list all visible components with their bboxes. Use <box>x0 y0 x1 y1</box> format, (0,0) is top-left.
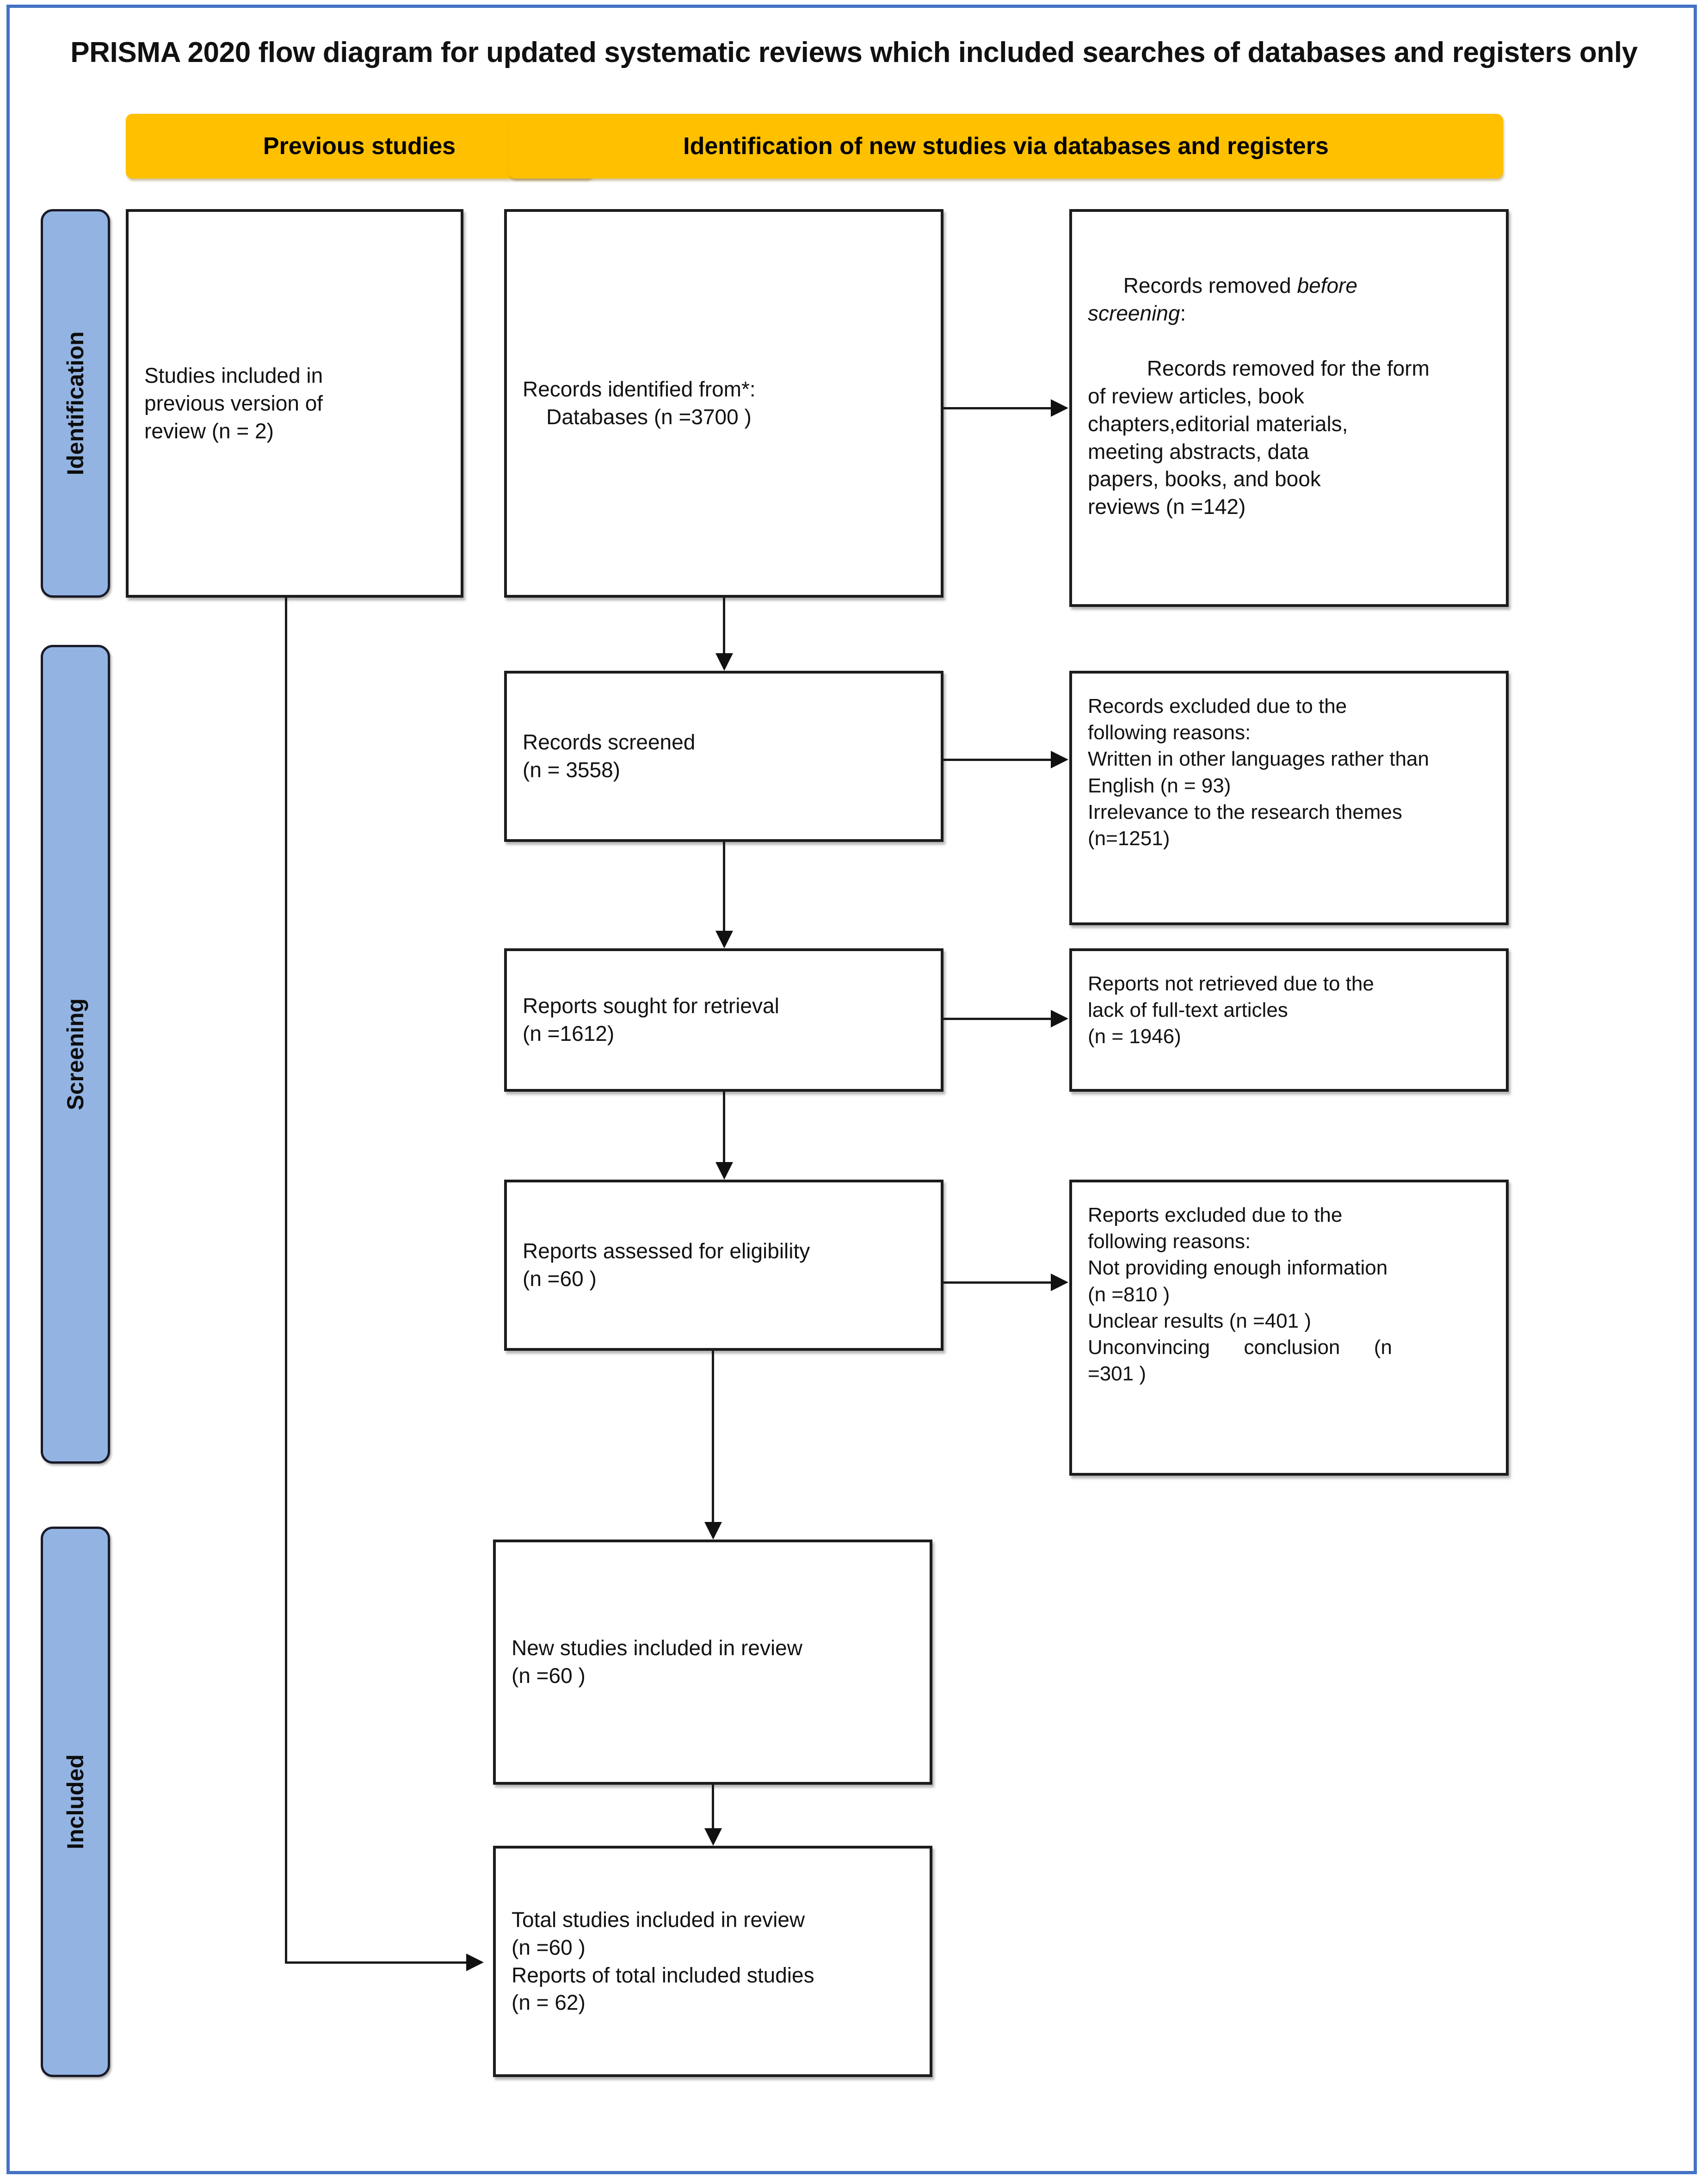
connector-previous-horizontal <box>285 1961 466 1964</box>
box-records-excluded: Records excluded due to the following re… <box>1069 671 1509 925</box>
arrowhead-identified-to-removed <box>1051 399 1068 417</box>
box-previous-studies: Studies included in previous version of … <box>126 209 463 598</box>
stage-label-included: Included <box>62 1754 88 1849</box>
box-total-studies-text: Total studies included in review (n =60 … <box>512 1907 814 2015</box>
connector-sought-to-notretrieved <box>943 1018 1051 1020</box>
connector-previous-vertical <box>285 598 287 1961</box>
arrowhead-assessed-to-newstudies <box>704 1522 722 1540</box>
box-records-screened-text: Records screened (n = 3558) <box>523 730 696 782</box>
box-reports-sought-for-retrieval: Reports sought for retrieval (n =1612) <box>504 948 943 1092</box>
box-reports-sought-text: Reports sought for retrieval (n =1612) <box>523 994 779 1045</box>
connector-screened-to-excluded <box>943 759 1051 761</box>
box-new-studies-included: New studies included in review (n =60 ) <box>493 1540 932 1785</box>
connector-sought-to-assessed <box>723 1092 725 1162</box>
box-reports-assessed-for-eligibility: Reports assessed for eligibility (n =60 … <box>504 1180 943 1351</box>
box-records-removed-before-screening: Records removed before screening: Record… <box>1069 209 1509 607</box>
arrowhead-newstudies-to-total <box>704 1828 722 1846</box>
arrowhead-identified-to-screened <box>715 653 733 671</box>
records-removed-body: Records removed for the form of review a… <box>1088 356 1430 519</box>
header-identification-label: Identification of new studies via databa… <box>683 133 1329 160</box>
arrowhead-screened-to-excluded <box>1051 751 1068 768</box>
stage-rail-screening: Screening <box>41 645 110 1464</box>
header-previous-studies-label: Previous studies <box>263 133 456 160</box>
box-records-identified-text: Records identified from*: Databases (n =… <box>523 377 756 429</box>
box-reports-excluded-text: Reports excluded due to the following re… <box>1088 1204 1392 1385</box>
box-reports-not-retrieved: Reports not retrieved due to the lack of… <box>1069 948 1509 1092</box>
box-records-excluded-text: Records excluded due to the following re… <box>1088 695 1429 850</box>
stage-label-identification: Identification <box>62 331 88 476</box>
arrowhead-previous-to-total <box>466 1954 484 1971</box>
box-total-studies-included: Total studies included in review (n =60 … <box>493 1846 932 2077</box>
box-records-removed-text: Records removed before screening: Record… <box>1088 244 1493 549</box>
records-removed-heading-colon: : <box>1180 301 1186 325</box>
header-identification-new-studies: Identification of new studies via databa… <box>509 114 1503 179</box>
connector-assessed-to-excluded <box>943 1281 1051 1284</box>
box-records-identified: Records identified from*: Databases (n =… <box>504 209 943 598</box>
records-removed-heading-a: Records removed <box>1123 273 1297 297</box>
connector-newstudies-to-total <box>712 1785 714 1828</box>
box-reports-assessed-text: Reports assessed for eligibility (n =60 … <box>523 1239 810 1291</box>
connector-identified-to-screened <box>723 598 725 653</box>
connector-identified-to-removed <box>943 407 1051 409</box>
box-reports-not-retrieved-text: Reports not retrieved due to the lack of… <box>1088 972 1374 1048</box>
arrowhead-screened-to-sought <box>715 931 733 948</box>
box-previous-studies-text: Studies included in previous version of … <box>144 363 323 443</box>
connector-assessed-to-newstudies <box>712 1351 714 1522</box>
records-removed-heading-italic: before screening <box>1088 273 1357 325</box>
arrowhead-sought-to-assessed <box>715 1162 733 1180</box>
page-title: PRISMA 2020 flow diagram for updated sys… <box>70 37 1638 68</box>
box-new-studies-text: New studies included in review (n =60 ) <box>512 1636 802 1688</box>
stage-rail-identification: Identification <box>41 209 110 598</box>
stage-rail-included: Included <box>41 1527 110 2077</box>
connector-screened-to-sought <box>723 842 725 931</box>
stage-label-screening: Screening <box>62 998 88 1110</box>
arrowhead-assessed-to-excluded <box>1051 1274 1068 1291</box>
box-records-screened: Records screened (n = 3558) <box>504 671 943 842</box>
arrowhead-sought-to-notretrieved <box>1051 1010 1068 1027</box>
box-reports-excluded: Reports excluded due to the following re… <box>1069 1180 1509 1476</box>
